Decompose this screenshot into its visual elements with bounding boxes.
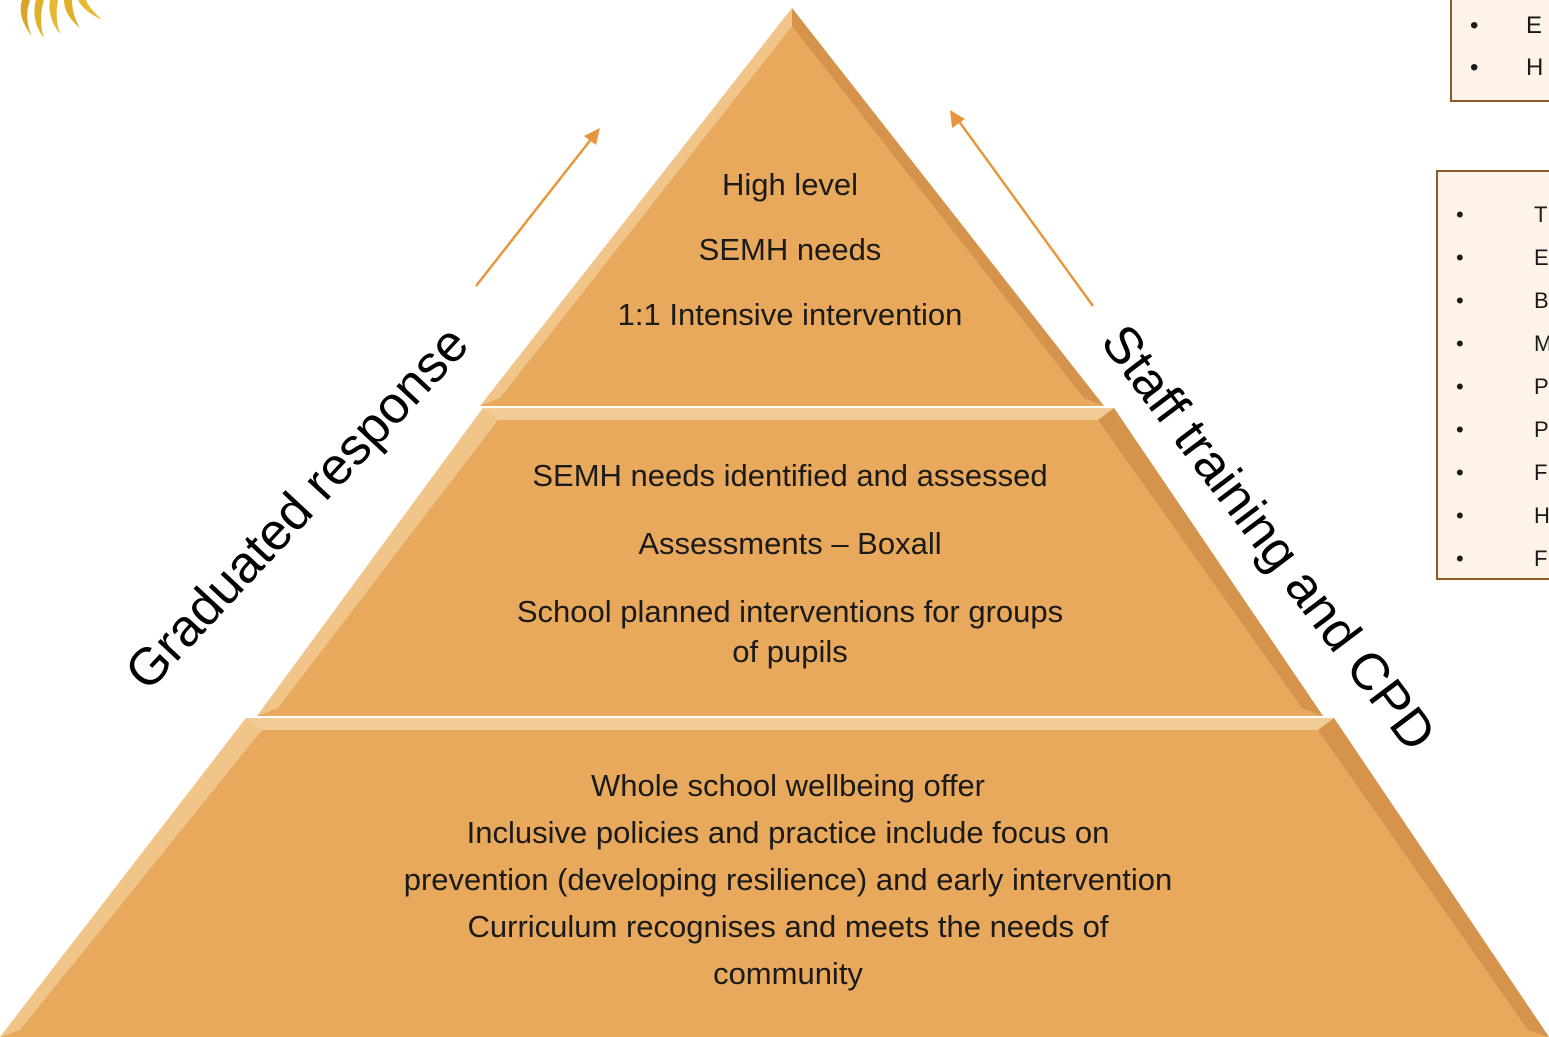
bullet-dot-icon: •	[1456, 202, 1464, 227]
sun-rays-icon	[20, 0, 102, 38]
side-box-top: • E • H	[1450, 0, 1549, 102]
pyramid-middle-text: SEMH needs identified and assessed Asses…	[420, 456, 1160, 672]
pyramid-tier-middle	[257, 408, 1323, 716]
bullet-dot-icon: •	[1456, 460, 1464, 485]
pyramid-tier-middle-bevel-top	[483, 408, 1114, 420]
arrow-up-icon	[475, 128, 600, 287]
bullet-dot-icon: •	[1470, 54, 1479, 81]
arrow-up-icon	[950, 110, 1095, 307]
bullet-dot-icon: •	[1456, 288, 1464, 313]
middle-tier-line: of pupils	[732, 634, 848, 669]
bullet-dot-icon: •	[1470, 12, 1479, 39]
bottom-tier-line: Whole school wellbeing offer	[590, 768, 986, 803]
pyramid-tier-bottom	[0, 718, 1549, 1037]
bottom-tier-line: Curriculum recognises and meets the need…	[467, 909, 1109, 944]
top-tier-line: 1:1 Intensive intervention	[617, 297, 963, 332]
top-tier-line: High level	[721, 167, 859, 202]
pyramid-tier-bottom-bevel-left	[0, 718, 262, 1037]
pyramid-tier-bottom-bevel-top	[246, 718, 1334, 730]
bullet-dot-icon: •	[1456, 546, 1464, 571]
pyramid-tier-top-bevel-right	[792, 8, 1104, 406]
bottom-tier-line: prevention (developing resilience) and e…	[403, 862, 1173, 897]
bullet-dot-icon: •	[1456, 331, 1464, 356]
bullet-dot-icon: •	[1456, 503, 1464, 528]
middle-tier-line: Assessments – Boxall	[638, 526, 942, 561]
middle-tier-line: School planned interventions for groups	[516, 594, 1064, 629]
side-box-bottom: • T • E • B • M • P • P	[1436, 170, 1549, 580]
top-tier-line: SEMH needs	[698, 232, 882, 267]
pyramid-tier-bottom-bevel-right	[1318, 718, 1549, 1037]
bottom-tier-line: community	[713, 956, 863, 991]
middle-tier-line: SEMH needs identified and assessed	[532, 458, 1048, 493]
bullet-dot-icon: •	[1456, 417, 1464, 442]
bottom-tier-line: Inclusive policies and practice include …	[466, 815, 1110, 850]
pyramid-tier-middle-bevel-left	[257, 408, 498, 716]
pyramid-tier-middle-bevel-right	[1098, 408, 1323, 716]
pyramid-bottom-text: Whole school wellbeing offer Inclusive p…	[240, 762, 1336, 997]
bullet-dot-icon: •	[1456, 245, 1464, 270]
bullet-dot-icon: •	[1456, 374, 1464, 399]
pyramid-top-text: High level SEMH needs 1:1 Intensive inte…	[560, 164, 1020, 359]
pyramid-tier-top-bevel-left	[480, 8, 792, 406]
pyramid-tier-top	[480, 8, 1104, 406]
